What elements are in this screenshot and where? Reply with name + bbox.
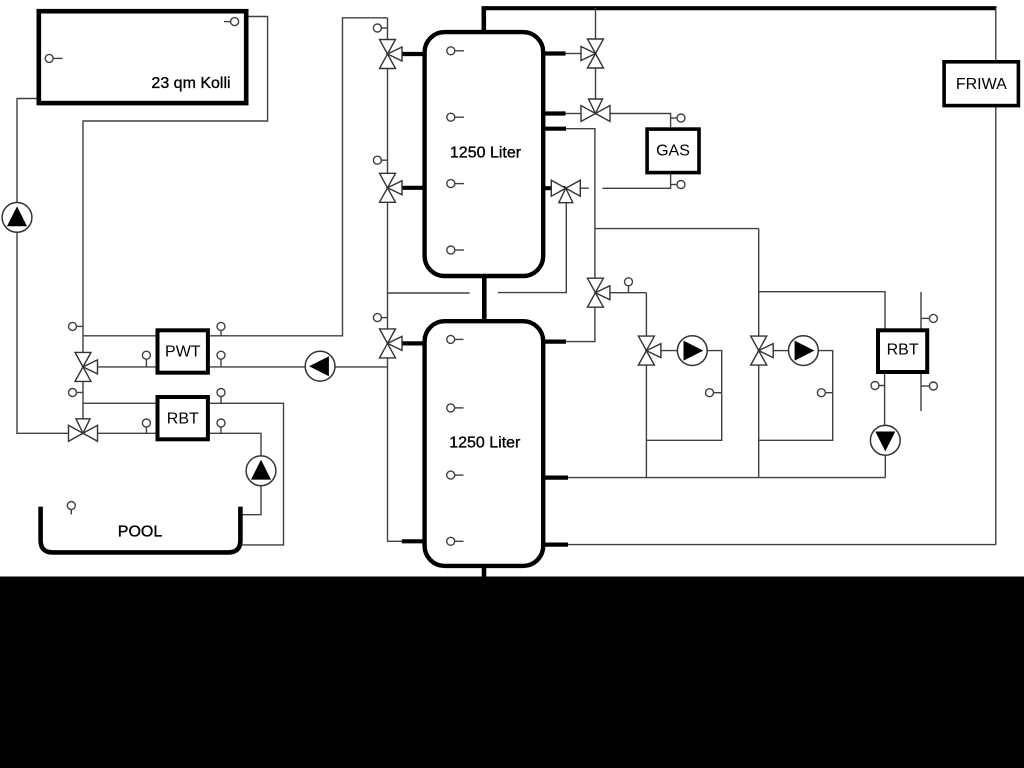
svg-text:RBT: RBT	[887, 341, 919, 358]
svg-text:RBT: RBT	[167, 411, 199, 428]
svg-text:POOL: POOL	[118, 524, 163, 541]
svg-text:FRIWA: FRIWA	[956, 76, 1007, 93]
svg-text:1250 Liter: 1250 Liter	[449, 435, 521, 452]
svg-text:GAS: GAS	[656, 143, 690, 160]
svg-text:PWT: PWT	[165, 343, 201, 360]
svg-text:1250 Liter: 1250 Liter	[450, 145, 522, 162]
svg-text:23 qm Kolli: 23 qm Kolli	[151, 75, 230, 92]
